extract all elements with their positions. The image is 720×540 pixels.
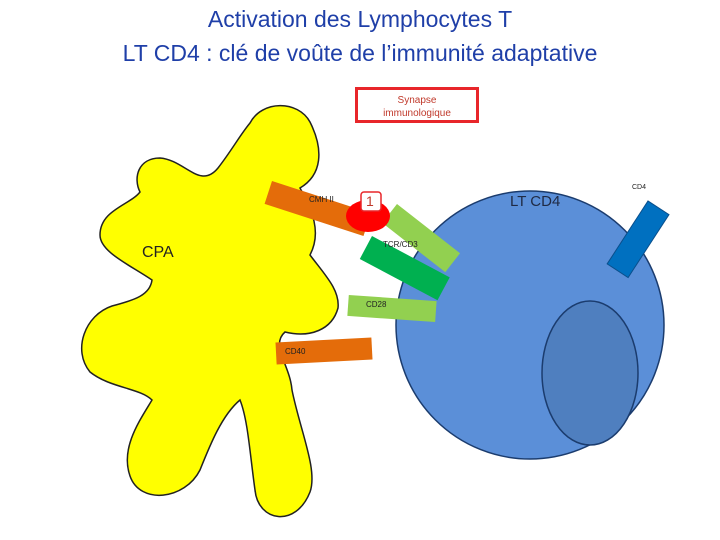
- step-number: 1: [366, 193, 374, 209]
- synapse-label-line-2: immunologique: [383, 108, 451, 119]
- tcr-bar: [382, 204, 461, 273]
- cd28-label: CD28: [366, 300, 387, 309]
- cpa-label: CPA: [142, 244, 174, 261]
- cd40-label: CD40: [285, 347, 306, 356]
- cmh-ii-label: CMH II: [309, 195, 334, 204]
- cd40-bar: [275, 337, 373, 365]
- cd28-bar: [347, 294, 437, 323]
- synapse-label-line-1: Synapse: [397, 95, 437, 106]
- tcr-cd3-label: TCR/CD3: [383, 240, 418, 249]
- cd4-bar: [606, 200, 670, 279]
- lt-cd4-nucleus: [541, 300, 639, 446]
- title-line-2: LT CD4 : clé de voûte de l’immunité adap…: [122, 40, 598, 66]
- title-line-1: Activation des Lymphocytes T: [207, 6, 513, 32]
- cpa-cell: [80, 104, 339, 518]
- lt-cd4-label: LT CD4: [510, 193, 561, 210]
- cmh-ii-bar: [264, 181, 371, 236]
- synapse-label-box: Synapse immunologique: [355, 87, 479, 123]
- cd4-label: CD4: [632, 184, 647, 191]
- cd3-bar: [359, 236, 450, 301]
- step-box: [360, 191, 382, 212]
